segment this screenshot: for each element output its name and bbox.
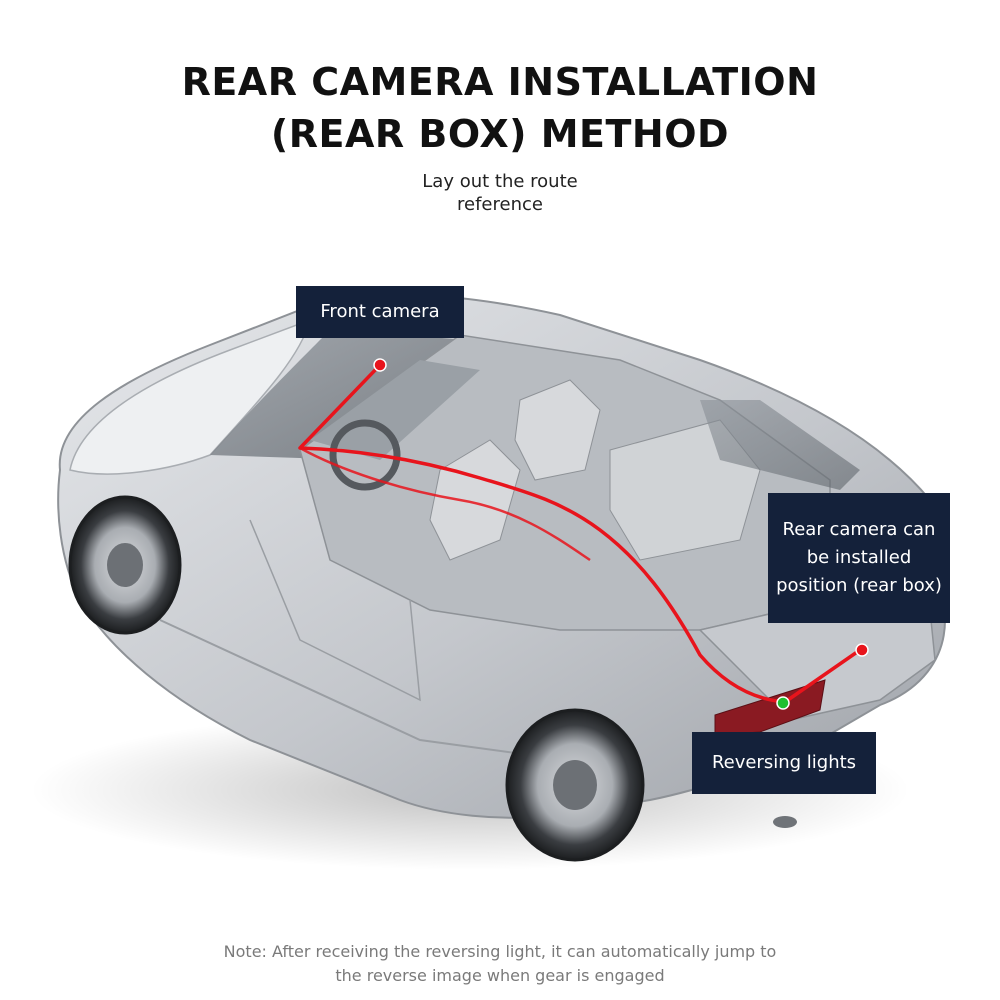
door-line [249,519,421,702]
wiring-branch [299,446,591,562]
rear-wheel [505,708,645,862]
rear-camera-label: Rear camera can be installed position (r… [768,493,950,623]
front-camera-marker [373,358,387,372]
title-line-2: (REAR BOX) METHOD [270,112,730,156]
title-line-1: REAR CAMERA INSTALLATION [181,60,819,104]
front-wheel [68,495,182,635]
rear-camera-label-line-1: Rear camera can [782,519,936,540]
rear-camera-label-line-3: position (rear box) [776,575,942,596]
reversing-light-marker [776,696,790,710]
footer-note: Note: After receiving the reversing ligh… [0,940,1000,988]
windshield [210,330,470,460]
dashboard [310,360,480,460]
front-seat-right [514,379,601,481]
subtitle-line-2: reference [457,194,543,215]
note-line-1: Note: After receiving the reversing ligh… [223,942,777,961]
hood [69,318,312,475]
exhaust [773,816,797,828]
front-camera-label-text: Front camera [320,301,440,322]
reversing-lights-label-text: Reversing lights [711,752,857,773]
rear-camera-marker [855,643,869,657]
rear-camera-label-line-2: be installed [806,547,912,568]
page-subtitle: Lay out the route reference [0,170,1000,216]
steering-wheel [329,419,401,491]
wiring-route [298,363,861,704]
subtitle-line-1: Lay out the route [422,171,578,192]
rear-window [700,400,860,490]
reversing-lights-label: Reversing lights [692,732,876,794]
page-title: REAR CAMERA INSTALLATION (REAR BOX) METH… [0,56,1000,160]
front-camera-label: Front camera [296,286,464,338]
note-line-2: the reverse image when gear is engaged [335,966,665,985]
